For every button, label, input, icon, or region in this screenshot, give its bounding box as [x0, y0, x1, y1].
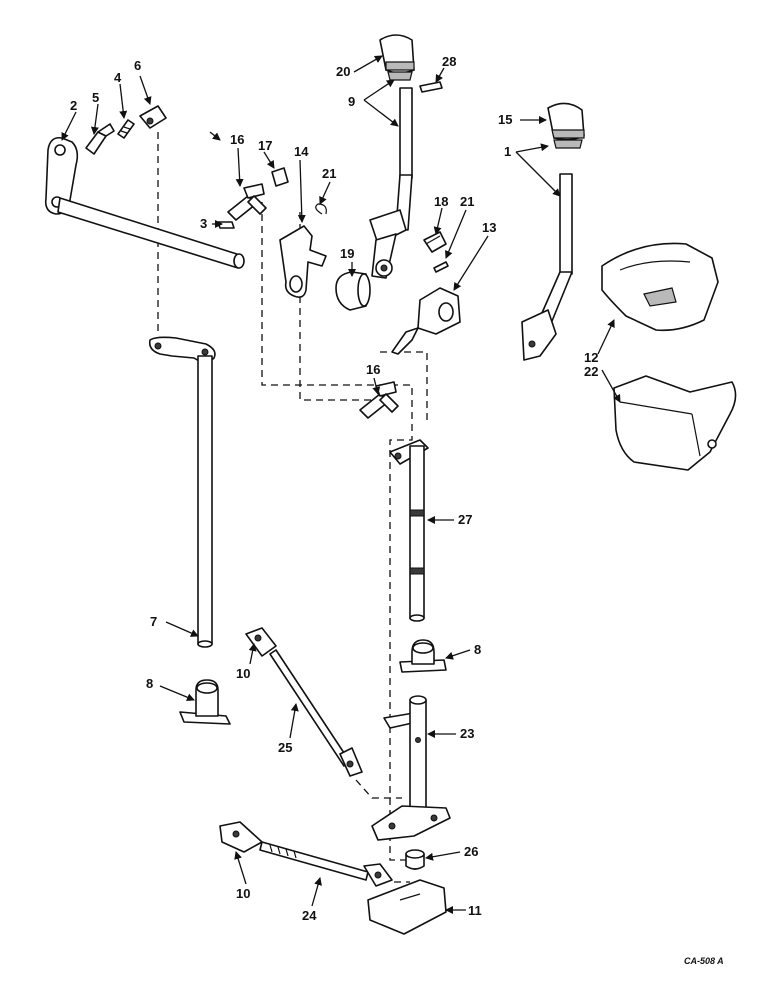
shift-rail-27: [389, 439, 429, 622]
socket-bracket-8-right: [399, 639, 447, 673]
fitting-16-lower: [359, 381, 399, 419]
knob-20: [379, 34, 415, 81]
clevis-block-6: [139, 105, 167, 129]
callout-8-left: 8: [146, 676, 153, 691]
fitting-16-upper: [227, 183, 267, 221]
callout-6: 6: [134, 58, 141, 73]
callout-19: 19: [340, 246, 354, 261]
callout-26: 26: [464, 844, 478, 859]
rod-link-25: [269, 649, 363, 777]
plug-18: [423, 231, 447, 253]
callout-13: 13: [482, 220, 496, 235]
cover-12: [601, 242, 719, 332]
callout-20: 20: [336, 64, 350, 79]
callout-2: 2: [70, 98, 77, 113]
shift-lever-1: [521, 173, 573, 361]
callout-21-left: 21: [322, 166, 336, 181]
long-shift-rod-7: [148, 336, 216, 648]
callout-15: 15: [498, 112, 512, 127]
bushing-26: [405, 849, 425, 870]
callout-7: 7: [150, 614, 157, 629]
bracket-plate-11: [367, 879, 447, 935]
threaded-rod-24: [259, 841, 393, 887]
callout-9: 9: [348, 94, 355, 109]
callout-leaders: [61, 55, 621, 914]
bolt-pin-5: [85, 123, 115, 155]
callout-21-right: 21: [460, 194, 474, 209]
callout-5: 5: [92, 90, 99, 105]
pin-28: [419, 81, 443, 93]
knob-15: [547, 102, 585, 149]
shift-lever-9: [369, 87, 413, 279]
callout-1: 1: [504, 144, 511, 159]
sleeve-19: [335, 271, 371, 311]
callout-28: 28: [442, 54, 456, 69]
lever-bracket-14: [279, 225, 327, 298]
callout-8-right: 8: [474, 642, 481, 657]
callout-3: 3: [200, 216, 207, 231]
clip-17: [271, 167, 289, 187]
snap-ring-21-left: [315, 203, 327, 215]
bolt-4: [117, 119, 135, 139]
housing-22: [613, 375, 737, 471]
callout-10-upper: 10: [236, 666, 250, 681]
callout-17: 17: [258, 138, 272, 153]
callout-27: 27: [458, 512, 472, 527]
yoke-10-upper: [245, 627, 277, 657]
key-3: [217, 221, 235, 229]
callout-labels: 1 2 3 4 5 6 7 8 8 9 10 10 11 12 13 14 15…: [70, 54, 724, 966]
callout-14: 14: [294, 144, 309, 159]
callout-16-lower: 16: [366, 362, 380, 377]
callout-10-lower: 10: [236, 886, 250, 901]
drawing-code: CA-508 A: [684, 956, 724, 966]
yoke-10-lower: [219, 821, 263, 853]
callout-4: 4: [114, 70, 122, 85]
callout-24: 24: [302, 908, 317, 923]
socket-bracket-8-left: [179, 679, 231, 725]
cotter-pin-21-right: [433, 261, 449, 273]
callout-12: 12: [584, 350, 598, 365]
collar-bracket-13: [391, 287, 461, 355]
callout-16-upper: 16: [230, 132, 244, 147]
callout-23: 23: [460, 726, 474, 741]
callout-18: 18: [434, 194, 448, 209]
shift-shaft-23: [371, 695, 451, 841]
callout-11: 11: [468, 903, 482, 918]
callout-22: 22: [584, 364, 598, 379]
callout-25: 25: [278, 740, 292, 755]
cross-shaft-arm: [44, 136, 245, 269]
